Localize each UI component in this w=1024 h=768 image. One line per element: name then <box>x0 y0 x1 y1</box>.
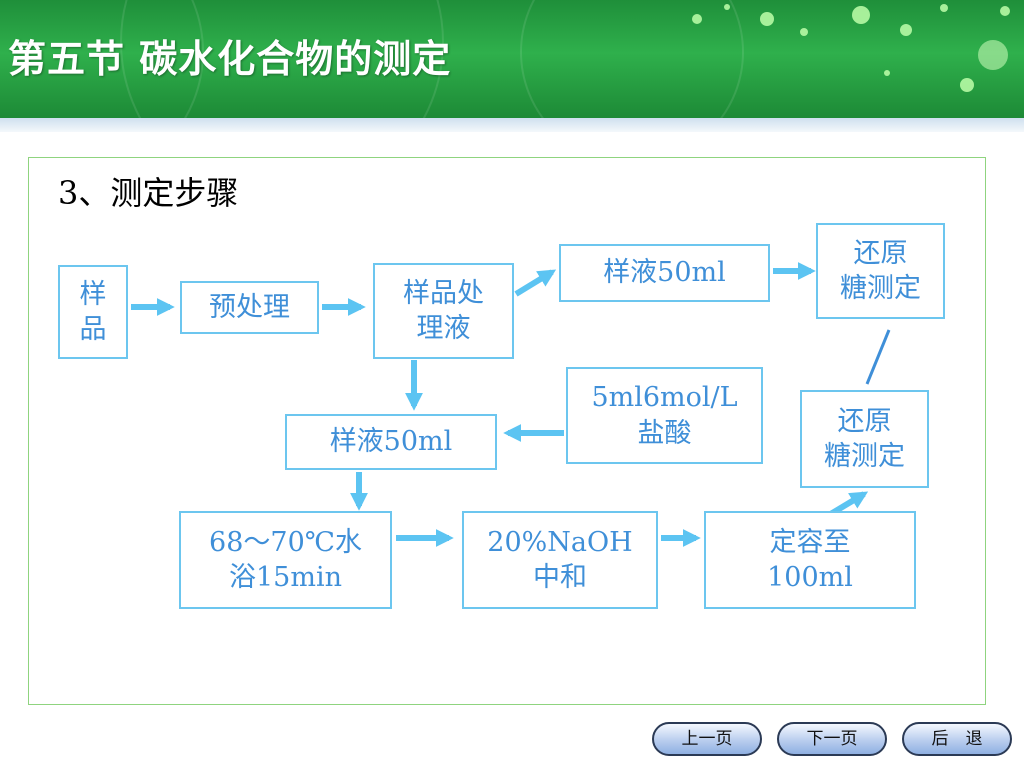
box-aliquot-top-label: 样液50ml <box>603 257 726 289</box>
header-banner: 第五节 碳水化合物的测定 <box>0 0 1024 118</box>
box-reducing-sugar-mid: 还原 糖测定 <box>800 390 929 488</box>
box-pretreat-label: 预处理 <box>209 291 290 323</box>
box-pretreat: 预处理 <box>180 281 319 334</box>
box-water-bath: 68～70℃水 浴15min <box>179 511 392 609</box>
box-aliquot-top: 样液50ml <box>559 244 770 302</box>
next-page-button[interactable]: 下一页 <box>777 722 887 756</box>
box-aliquot-mid-label: 样液50ml <box>329 426 453 458</box>
box-sample: 样 品 <box>58 265 128 359</box>
box-naoh-label: 20%NaOH 中和 <box>487 526 633 593</box>
back-button[interactable]: 后 退 <box>902 722 1012 756</box>
content-frame <box>28 157 986 705</box>
box-reducing-sugar-top: 还原 糖测定 <box>816 223 945 319</box>
step-heading: 3、测定步骤 <box>58 174 239 212</box>
prev-page-button[interactable]: 上一页 <box>652 722 762 756</box>
box-reducing-sugar-mid-label: 还原 糖测定 <box>824 405 905 472</box>
box-hcl-label: 5ml6mol/L 盐酸 <box>591 382 738 449</box>
header-underline <box>0 118 1024 132</box>
arrow-solution-to-aliquot-top <box>514 269 557 297</box>
box-hcl: 5ml6mol/L 盐酸 <box>566 367 763 464</box>
box-reducing-sugar-top-label: 还原 糖测定 <box>840 237 921 304</box>
box-aliquot-mid: 样液50ml <box>285 414 497 470</box>
box-dilute: 定容至 100ml <box>704 511 916 609</box>
box-sample-solution-label: 样品处 理液 <box>403 277 484 344</box>
box-sample-label: 样 品 <box>79 278 107 345</box>
box-naoh: 20%NaOH 中和 <box>462 511 658 609</box>
box-dilute-label: 定容至 100ml <box>767 526 853 593</box>
box-water-bath-label: 68～70℃水 浴15min <box>209 526 362 593</box>
page-title: 第五节 碳水化合物的测定 <box>8 37 452 81</box>
box-sample-solution: 样品处 理液 <box>373 263 514 359</box>
connector-line <box>865 329 891 385</box>
